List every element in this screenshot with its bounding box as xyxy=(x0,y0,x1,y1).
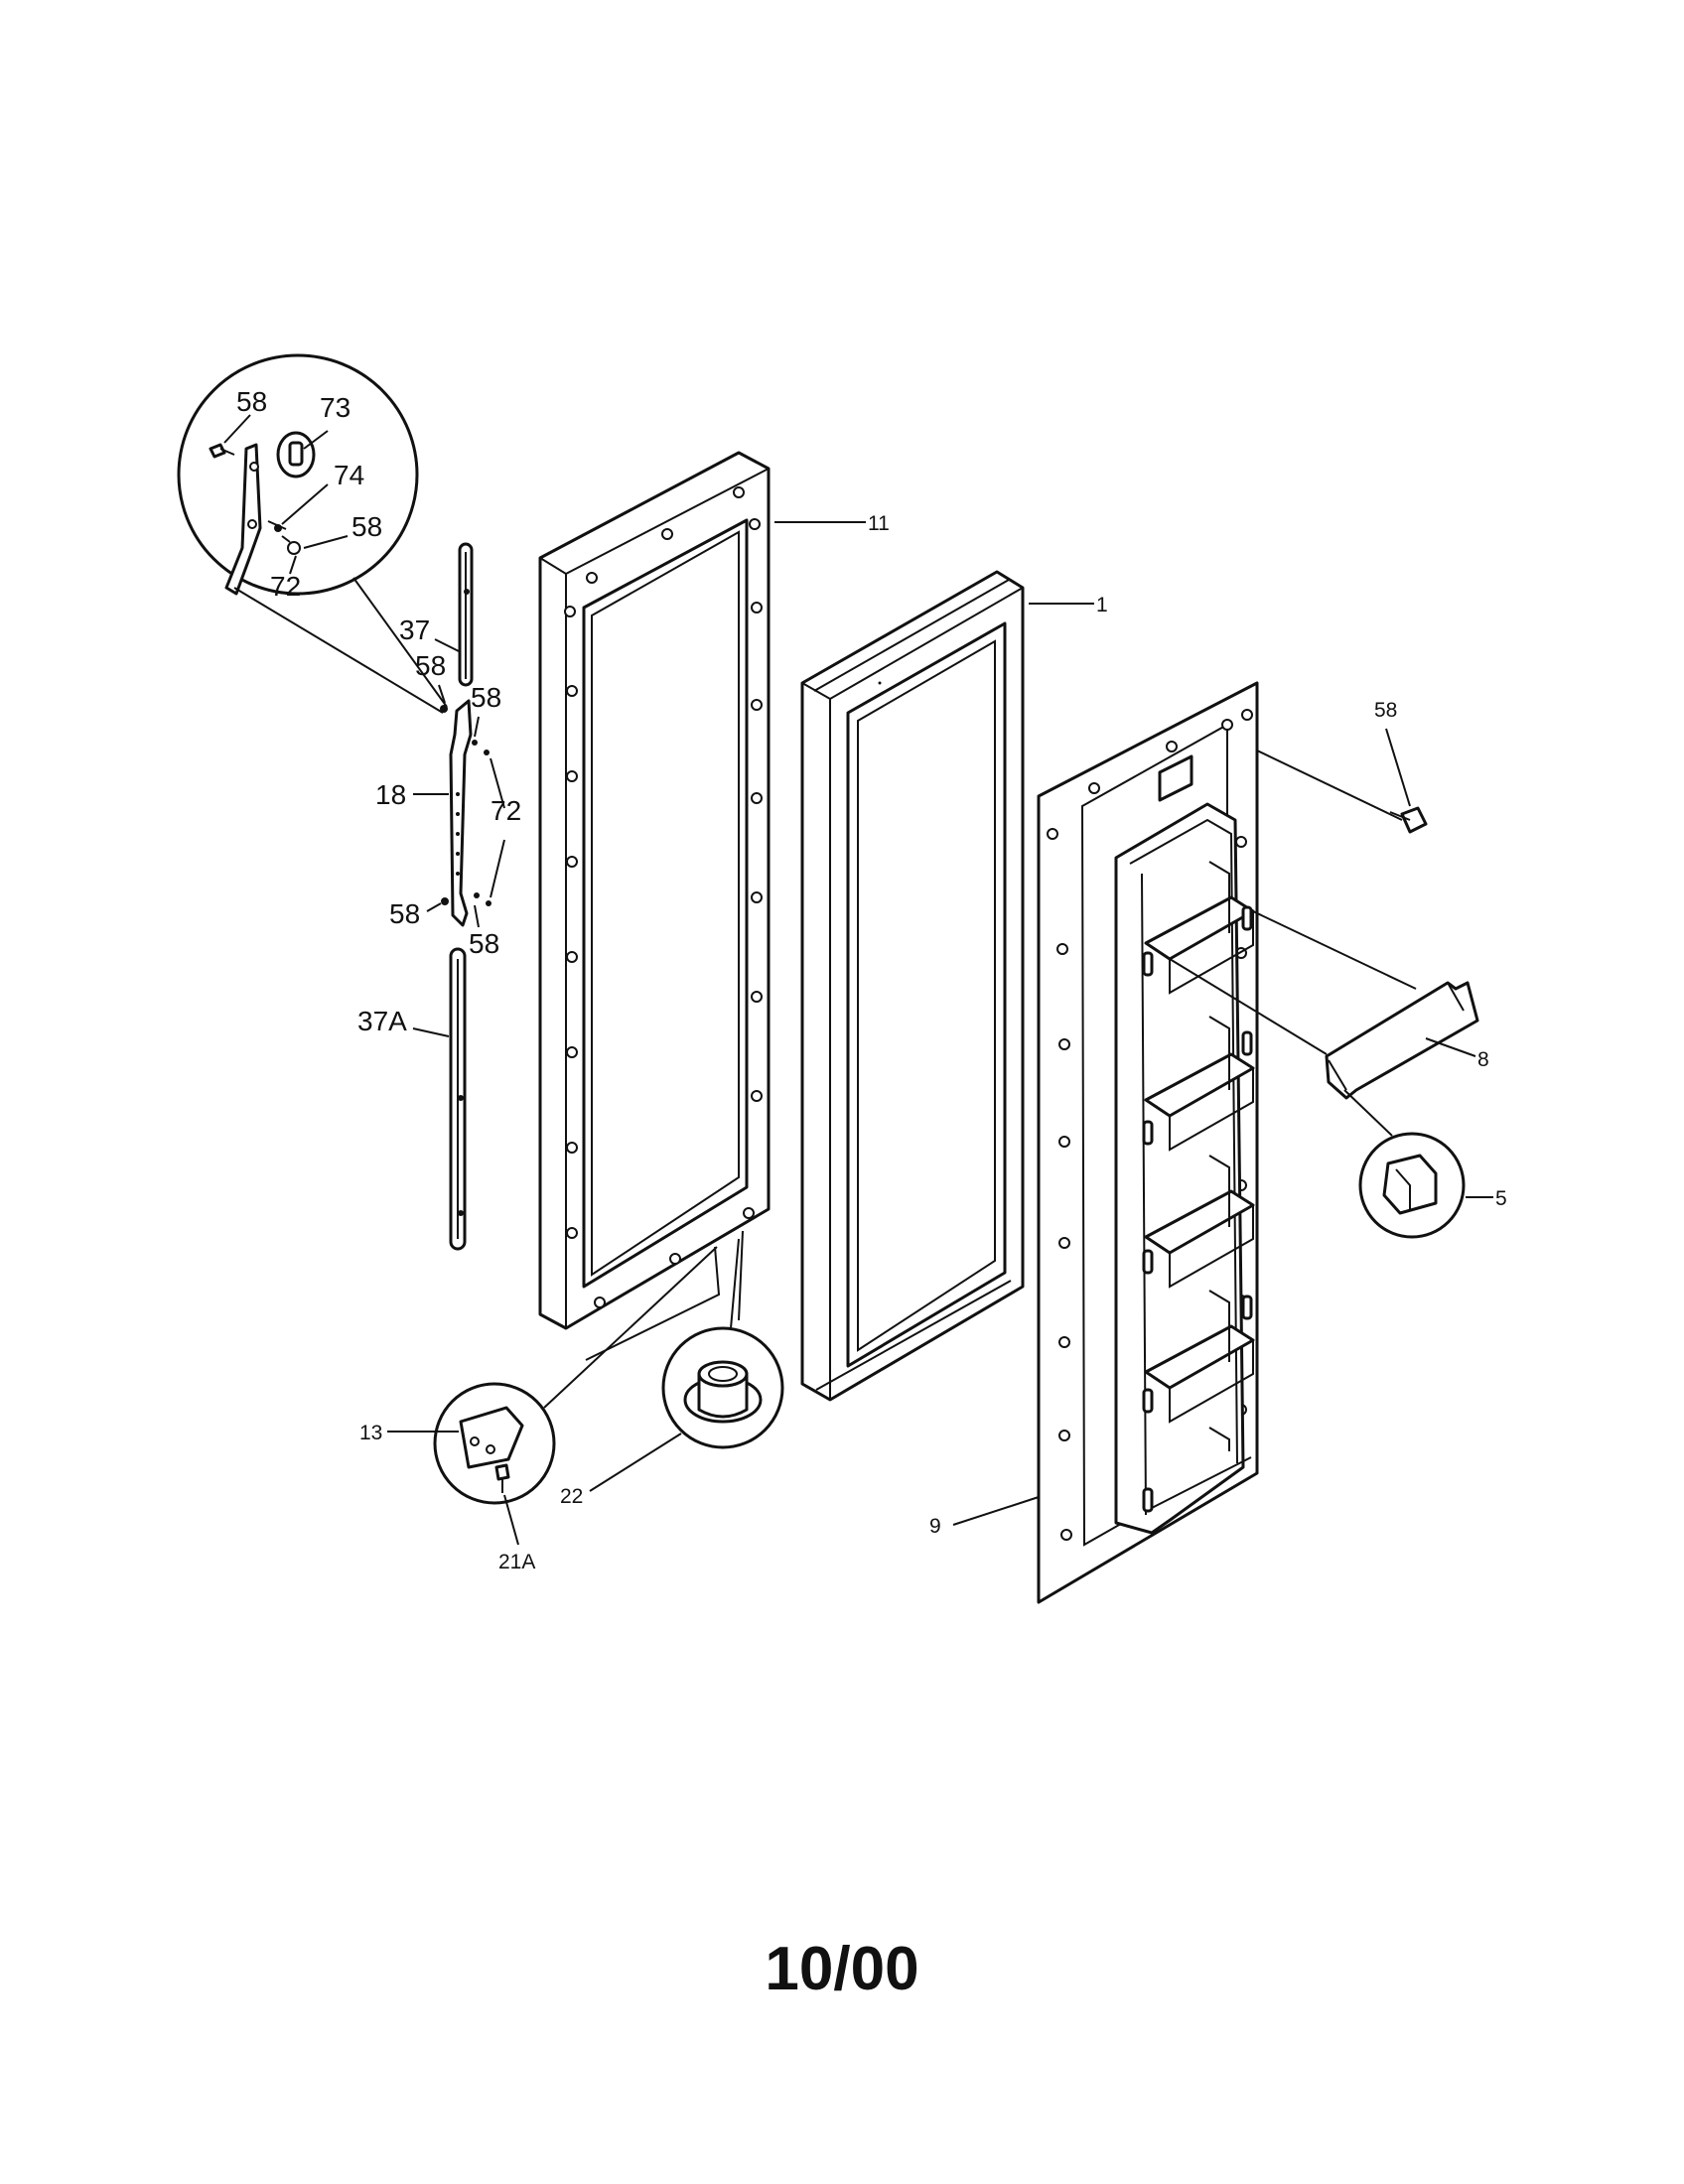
callout-21A: 21A xyxy=(498,1551,535,1573)
callout-73: 73 xyxy=(320,392,351,423)
callout-8: 8 xyxy=(1477,1048,1489,1071)
callout-58-inset-b: 58 xyxy=(351,511,382,542)
callout-22: 22 xyxy=(560,1485,583,1508)
callout-18: 18 xyxy=(375,779,406,810)
part-37-hinge-bar: 37 xyxy=(399,542,474,687)
hinge-detail-inset: 58 73 74 58 72 xyxy=(177,353,419,602)
callout-13: 13 xyxy=(359,1422,382,1444)
callout-58-inset-a: 58 xyxy=(236,386,267,417)
part-1-door-gasket: 1 xyxy=(800,570,1108,1402)
part-13-bracket-inset: 13 21A xyxy=(359,1246,718,1573)
part-58-screw: 58 xyxy=(1256,699,1428,834)
callout-1: 1 xyxy=(1096,594,1108,616)
part-18-hinge: 18 58 58 72 58 58 xyxy=(375,650,521,959)
callout-72-inset: 72 xyxy=(270,571,301,602)
callout-37A: 37A xyxy=(357,1006,407,1036)
part-22-bushing-inset: 22 xyxy=(560,1238,784,1508)
callout-37: 37 xyxy=(399,614,430,645)
part-9-door-liner: 9 xyxy=(929,681,1259,1604)
part-11-door-frame: 11 xyxy=(538,451,890,1361)
callout-74: 74 xyxy=(334,460,364,490)
callout-11: 11 xyxy=(868,512,890,535)
inset-connector-left xyxy=(233,587,444,714)
callout-58-screw: 58 xyxy=(1374,699,1397,722)
callout-58-top-left: 58 xyxy=(415,650,446,681)
callout-72-side: 72 xyxy=(491,795,521,826)
callout-58-bottom-right: 58 xyxy=(469,928,499,959)
part-37A-hinge-bar: 37A xyxy=(357,947,467,1251)
part-5-clip-inset: 5 xyxy=(1343,1089,1507,1239)
callout-58-top-right: 58 xyxy=(471,682,501,713)
callout-9: 9 xyxy=(929,1515,941,1538)
callout-58-bottom-left: 58 xyxy=(389,898,420,929)
part-8-retainer: 8 xyxy=(1169,910,1489,1100)
inset-connector-right xyxy=(352,577,448,708)
callout-5: 5 xyxy=(1495,1187,1507,1210)
page-code: 10/00 xyxy=(765,1935,918,2003)
